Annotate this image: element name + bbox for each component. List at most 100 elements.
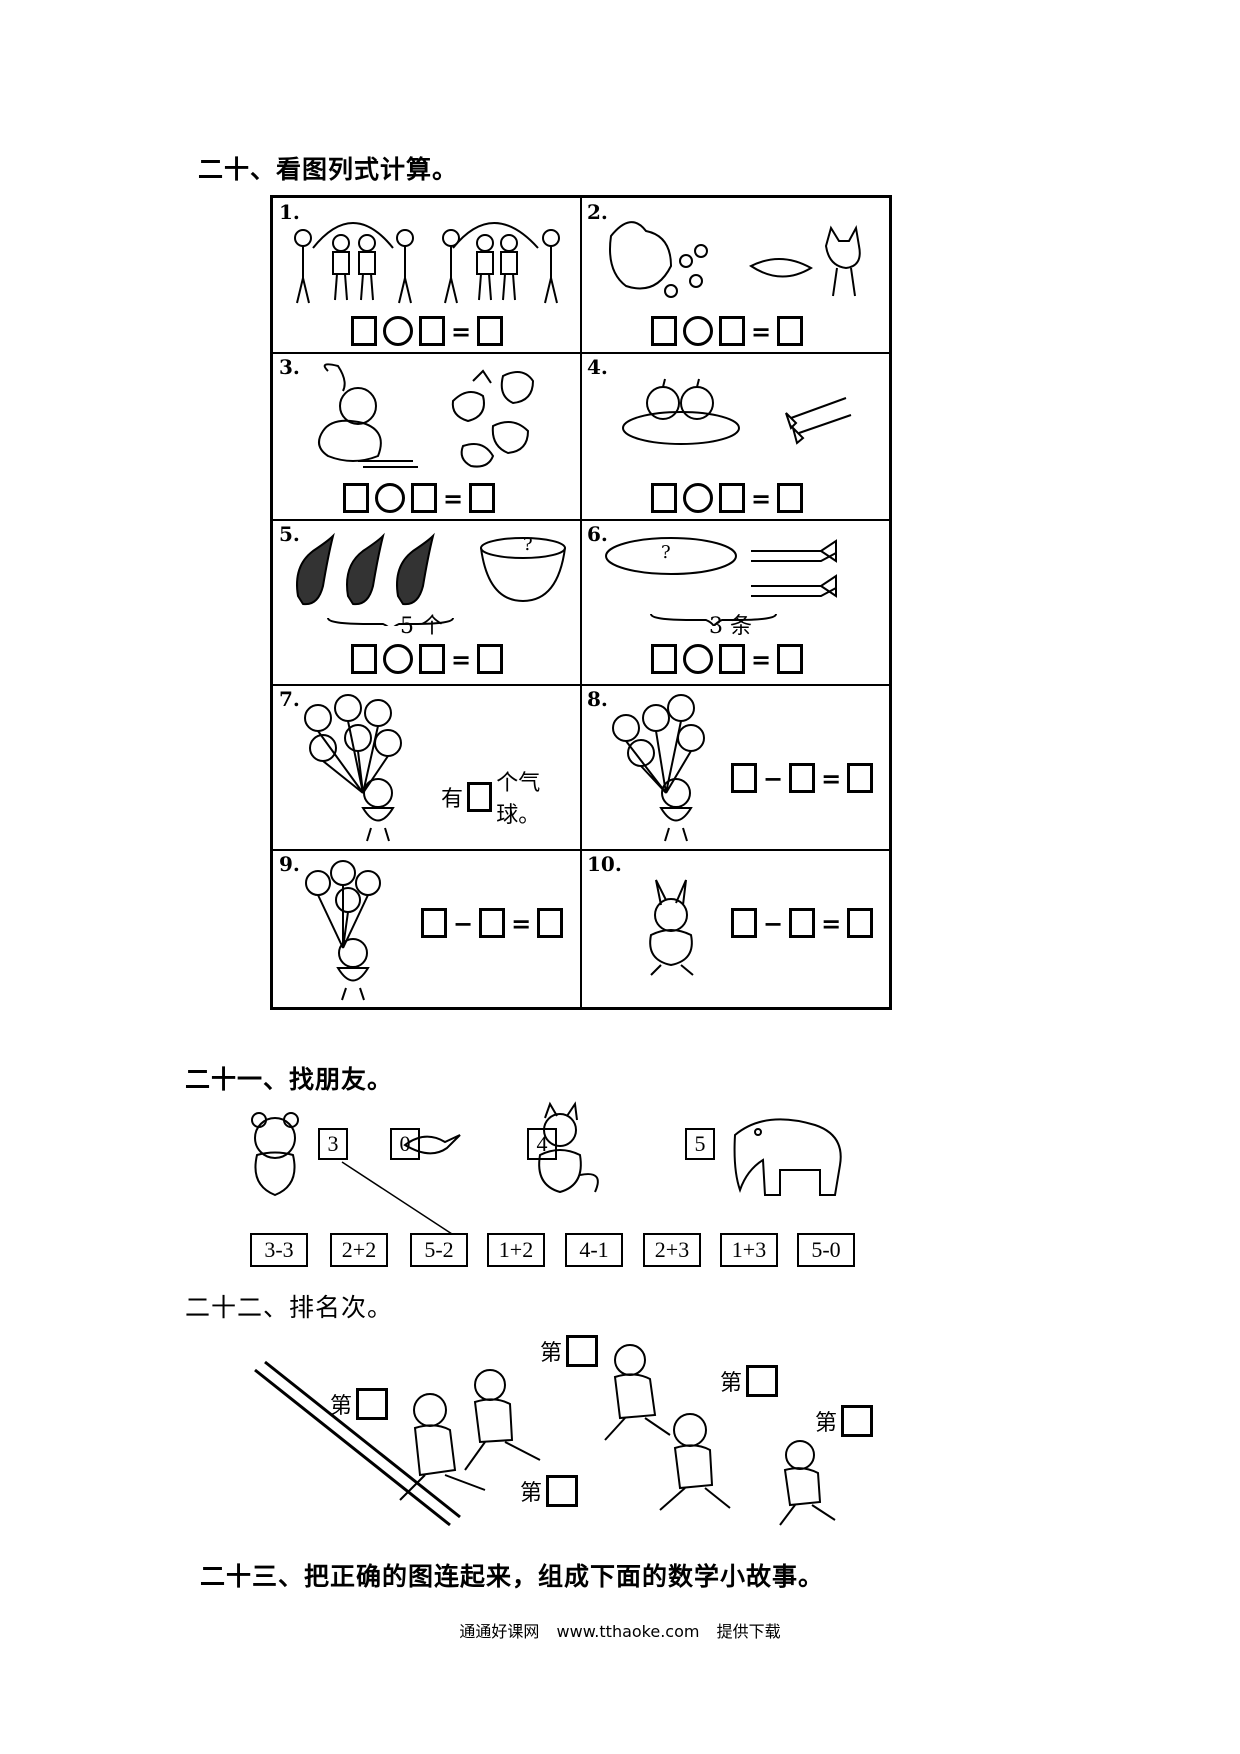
equals-sign: = — [511, 908, 532, 938]
operator-circle[interactable] — [375, 483, 405, 513]
apples-plate-illustration — [622, 378, 852, 445]
answer-box[interactable] — [731, 908, 757, 938]
expression-card[interactable]: 2+2 — [330, 1233, 388, 1267]
answer-box[interactable] — [477, 316, 504, 346]
answer-box[interactable] — [411, 483, 437, 513]
exercise-cell-4: 4. = — [581, 353, 889, 520]
answer-box[interactable] — [731, 763, 757, 793]
rank-box[interactable] — [546, 1475, 579, 1507]
rabbit-illustration — [649, 879, 694, 976]
expression-card[interactable]: 5-0 — [797, 1233, 855, 1267]
answer-box[interactable] — [477, 644, 504, 674]
grid-lines — [273, 198, 889, 1007]
answer-box[interactable] — [651, 644, 677, 674]
equals-sign: = — [821, 763, 842, 793]
hen-chicks-cat-illustration — [609, 221, 861, 298]
answer-box[interactable] — [419, 644, 445, 674]
section-22-title: 二十二、排名次。 — [185, 1293, 394, 1322]
expression-card[interactable]: 2+3 — [643, 1233, 701, 1267]
cell-number: 5. — [279, 522, 300, 546]
rank-box[interactable] — [356, 1388, 389, 1420]
bowl-question-mark: ? — [523, 534, 533, 555]
answer-box[interactable] — [789, 908, 816, 938]
plate-fish-illustration — [605, 537, 837, 626]
cell-number: 2. — [587, 200, 608, 224]
rank-box[interactable] — [841, 1405, 874, 1437]
balloon-count-sentence: 有 个气球。 — [441, 765, 581, 829]
count-label: 3 条 — [709, 614, 752, 639]
equation-row: = — [351, 316, 504, 346]
exercise-cell-5: 5. ? 5 个 = — [273, 520, 581, 685]
equals-sign: = — [451, 316, 472, 346]
rank-label: 第 — [520, 1481, 543, 1506]
answer-box[interactable] — [777, 644, 804, 674]
answer-box[interactable] — [651, 316, 677, 346]
answer-box[interactable] — [469, 483, 496, 513]
operator-circle[interactable] — [683, 316, 713, 346]
answer-box[interactable] — [479, 908, 506, 938]
operator-circle[interactable] — [683, 483, 713, 513]
cell-number: 8. — [587, 687, 608, 711]
minus-sign: − — [763, 763, 784, 793]
answer-box[interactable] — [351, 316, 377, 346]
operator-circle[interactable] — [683, 644, 713, 674]
rank-label: 第 — [540, 1341, 563, 1366]
exercise-cell-6: 6. ? 3 条 = — [581, 520, 889, 685]
answer-box[interactable] — [777, 483, 804, 513]
operator-circle[interactable] — [383, 316, 413, 346]
equals-sign: = — [751, 316, 772, 346]
expression-card[interactable]: 5-2 — [410, 1233, 468, 1267]
answer-box[interactable] — [467, 782, 493, 812]
answer-box[interactable] — [719, 316, 745, 346]
exercise-cell-3: 3. = — [273, 353, 581, 520]
footer-url[interactable]: www.tthaoke.com — [556, 1622, 700, 1641]
expression-card[interactable]: 1+3 — [720, 1233, 778, 1267]
number-card-4[interactable]: 4 — [527, 1128, 557, 1160]
jump-rope-children-illustration — [294, 222, 560, 304]
equation-row: − = — [421, 908, 564, 938]
answer-box[interactable] — [537, 908, 564, 938]
section-21-title: 二十一、找朋友。 — [185, 1065, 394, 1094]
equals-sign: = — [751, 483, 772, 513]
number-card-3[interactable]: 3 — [318, 1128, 348, 1160]
exercise-cell-9: 9. − = — [273, 850, 581, 1007]
answer-box[interactable] — [343, 483, 369, 513]
rabbit-radish-illustration — [318, 363, 535, 468]
rank-box[interactable] — [566, 1335, 599, 1367]
equation-row: = — [651, 316, 804, 346]
exercise-cell-2: 2. = — [581, 198, 889, 353]
equals-sign: = — [751, 644, 772, 674]
answer-box[interactable] — [847, 908, 874, 938]
equals-sign: = — [443, 483, 464, 513]
answer-box[interactable] — [777, 316, 804, 346]
answer-box[interactable] — [421, 908, 447, 938]
rank-box[interactable] — [746, 1365, 779, 1397]
minus-sign: − — [453, 908, 474, 938]
answer-box[interactable] — [351, 644, 377, 674]
equals-sign: = — [821, 908, 842, 938]
number-card-0[interactable]: 0 — [390, 1128, 420, 1160]
operator-circle[interactable] — [383, 644, 413, 674]
answer-box[interactable] — [789, 763, 816, 793]
equation-row: = — [351, 644, 504, 674]
equation-row: − = — [731, 763, 874, 793]
answer-box[interactable] — [719, 644, 745, 674]
expression-card[interactable]: 1+2 — [487, 1233, 545, 1267]
child-with-balloons-illustration — [612, 694, 705, 842]
child-with-balloons-illustration — [304, 694, 402, 842]
number-card-5[interactable]: 5 — [685, 1128, 715, 1160]
count-label: 5 个 — [400, 614, 443, 639]
footer-note: 提供下载 — [716, 1622, 781, 1641]
answer-box[interactable] — [419, 316, 445, 346]
answer-box[interactable] — [651, 483, 677, 513]
answer-box[interactable] — [719, 483, 745, 513]
equation-row: = — [651, 483, 804, 513]
answer-box[interactable] — [847, 763, 874, 793]
expression-card[interactable]: 4-1 — [565, 1233, 623, 1267]
expression-card[interactable]: 3-3 — [250, 1233, 308, 1267]
race-illustration — [254, 1344, 836, 1527]
page-footer: 通通好课网 www.tthaoke.com 提供下载 — [0, 1618, 1240, 1642]
exercise-cell-8: 8. − = — [581, 685, 889, 850]
exercise-grid: 1. = 2. — [270, 195, 892, 1010]
equals-sign: = — [451, 644, 472, 674]
